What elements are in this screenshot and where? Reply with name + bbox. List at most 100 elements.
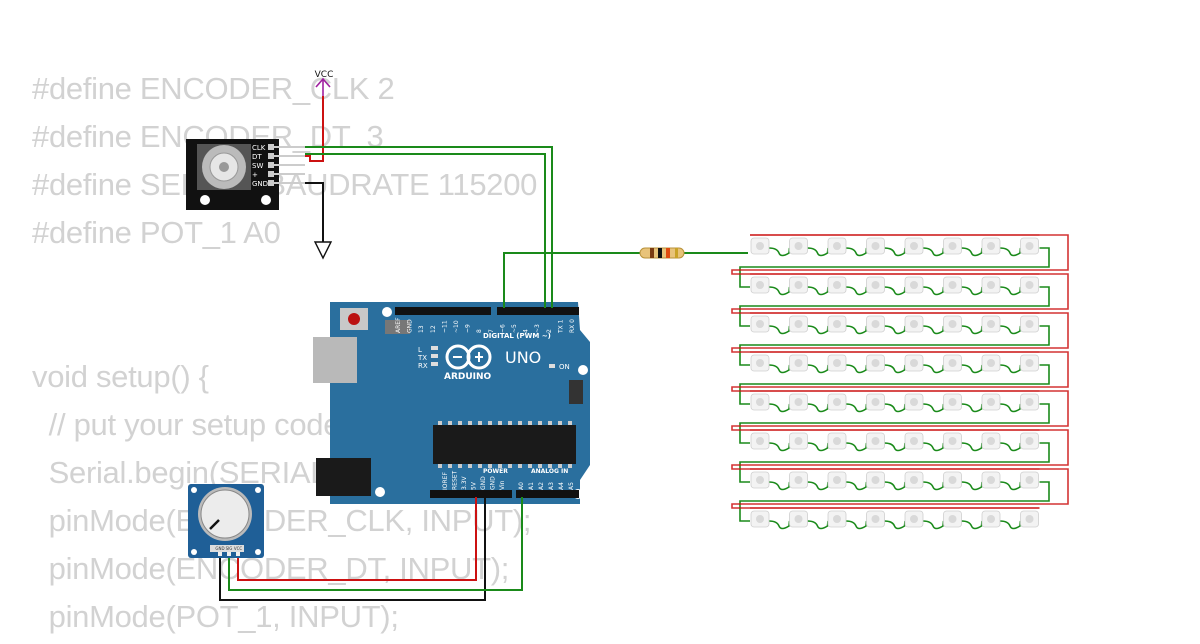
led-pixel xyxy=(1020,393,1039,411)
led-pixel xyxy=(866,237,885,255)
led-pixel xyxy=(827,432,847,450)
resistor xyxy=(639,247,685,259)
header-pin-label: GND xyxy=(407,319,414,333)
led-pixel xyxy=(827,471,847,489)
vcc-label: VCC xyxy=(315,70,334,80)
header-pin-label: ~9 xyxy=(465,324,472,333)
led-pixel xyxy=(943,315,962,333)
led-pixel xyxy=(904,276,924,294)
led-pixel xyxy=(1020,237,1039,255)
led-pixel xyxy=(750,471,770,489)
led-pixel xyxy=(750,510,770,528)
led-pixel xyxy=(1020,315,1039,333)
board-model: UNO xyxy=(505,348,541,367)
onboard-led xyxy=(431,346,438,350)
led-pixel xyxy=(904,315,924,333)
led-pixel xyxy=(981,510,1001,528)
header-pin-label: AREF xyxy=(395,317,402,333)
gnd-symbol xyxy=(313,241,333,260)
encoder-pin-label: CLK xyxy=(252,144,266,152)
pot-pin-label: SIG xyxy=(226,546,233,551)
led-pixel xyxy=(981,276,1001,294)
header-pin-label: 8 xyxy=(476,329,483,333)
header-pin-label: RX 0 xyxy=(569,319,576,333)
header-pin-label: IOREF xyxy=(442,472,449,490)
led-pixel xyxy=(750,315,770,333)
pot-pin[interactable] xyxy=(218,552,222,556)
led-pixel xyxy=(943,471,962,489)
led-pixel xyxy=(866,471,885,489)
encoder-pin-label: SW xyxy=(252,162,263,170)
led-pixel xyxy=(827,237,847,255)
encoder-pin[interactable] xyxy=(268,180,274,186)
led-pixel xyxy=(1020,471,1039,489)
led-pixel xyxy=(866,510,885,528)
power-header-label: POWER xyxy=(483,468,508,475)
led-pixel xyxy=(789,237,808,255)
led-pixel xyxy=(750,276,770,294)
led-pixel xyxy=(904,432,924,450)
led-pixel xyxy=(1020,354,1039,372)
led-pixel xyxy=(789,510,808,528)
pot-wires xyxy=(219,301,553,601)
board-brand: ARDUINO xyxy=(444,372,492,382)
header-pin-label: 4 xyxy=(523,329,530,333)
onboard-led-label: RX xyxy=(418,362,428,370)
header-pin-label: ~6 xyxy=(499,324,506,333)
vcc-symbol: VCC xyxy=(315,70,334,96)
led-pixel xyxy=(904,354,924,372)
led-pixel xyxy=(789,315,808,333)
encoder-pin[interactable] xyxy=(268,171,274,177)
led-pixel xyxy=(866,393,885,411)
led-pixel xyxy=(943,393,962,411)
led-pixel xyxy=(904,237,924,255)
pot-pin[interactable] xyxy=(227,552,231,556)
led-pixel xyxy=(750,237,770,255)
led-pixel xyxy=(981,354,1001,372)
arduino-uno[interactable]: UNO ARDUINO DIGITAL (PWM ~) POWER ANALOG… xyxy=(313,302,590,504)
led-pixel xyxy=(827,354,847,372)
led-pixel xyxy=(789,393,808,411)
header-pin-label: 5V xyxy=(471,481,478,490)
led-pixel xyxy=(981,393,1001,411)
code-line: #define SERIAL_BAUDRATE 115200 xyxy=(32,167,538,202)
led-pixel xyxy=(827,393,847,411)
led-pixel xyxy=(981,315,1001,333)
code-line: #define POT_1 A0 xyxy=(32,215,281,250)
encoder-wires xyxy=(305,96,748,308)
pot-pin[interactable] xyxy=(236,552,240,556)
led-pixel xyxy=(789,432,808,450)
code-line: void setup() { xyxy=(32,359,209,394)
onboard-led-label: TX xyxy=(417,354,427,362)
led-pixel xyxy=(943,276,962,294)
header-pin-label: A5 xyxy=(568,482,575,490)
led-pixel xyxy=(750,432,770,450)
led-pixel xyxy=(943,510,962,528)
led-pixel xyxy=(789,471,808,489)
header-pin-label: A0 xyxy=(518,482,525,490)
encoder-pin[interactable] xyxy=(268,162,274,168)
led-pixel xyxy=(981,237,1001,255)
led-pixel xyxy=(943,354,962,372)
code-line: #define ENCODER_CLK 2 xyxy=(32,71,395,106)
encoder-pin-label: + xyxy=(252,171,258,179)
led-pixel xyxy=(866,354,885,372)
encoder-pin[interactable] xyxy=(268,144,274,150)
header-pin-label: Vin xyxy=(499,480,506,490)
led-matrix xyxy=(731,234,1069,530)
code-line: pinMode(POT_1, INPUT); xyxy=(32,599,399,634)
header-pin-label: TX 1 xyxy=(557,319,564,334)
header-pin-label: 2 xyxy=(546,329,553,333)
header-pin-label: ~10 xyxy=(453,320,460,333)
header-pin-label: 13 xyxy=(418,325,425,333)
onboard-led xyxy=(431,362,438,366)
header-pin-label: ~3 xyxy=(534,324,541,333)
header-pin-label: 12 xyxy=(430,325,437,333)
led-pixel xyxy=(866,315,885,333)
header-pin-label: A4 xyxy=(558,482,565,490)
header-pin-label: GND xyxy=(490,476,497,490)
led-pixel xyxy=(789,276,808,294)
encoder-pin[interactable] xyxy=(268,153,274,159)
